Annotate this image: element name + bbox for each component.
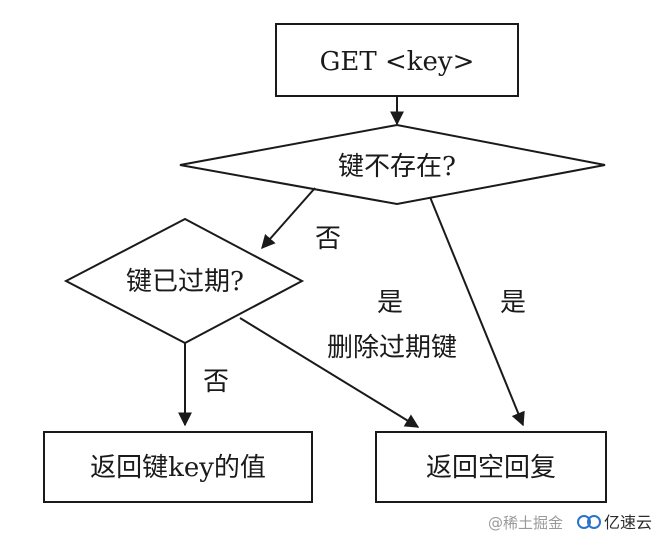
return-empty-box: [375, 431, 607, 503]
decision-key-expired-label: 键已过期?: [126, 267, 244, 297]
arrow-not-exist-to-expired: [261, 187, 316, 250]
get-key-label: GET <key>: [320, 47, 475, 77]
cloud-logo-icon: [577, 515, 601, 529]
decision-key-not-exist: [179, 123, 606, 206]
edge-label-yes-2: 是: [377, 288, 403, 318]
return-empty-label: 返回空回复: [426, 453, 556, 483]
get-key-box: [275, 23, 519, 97]
edge-label-delete-expired: 删除过期键: [327, 333, 457, 363]
return-value-box: [43, 431, 313, 503]
arrow-not-exist-to-empty: [429, 196, 525, 427]
decision-key-expired: [63, 217, 305, 345]
return-value-label: 返回键key的值: [90, 453, 266, 483]
edge-label-no-2: 否: [203, 367, 229, 397]
watermark-text: @稀土掘金: [488, 514, 563, 532]
watermark: @稀土掘金 亿速云: [470, 506, 660, 539]
edge-label-yes-1: 是: [500, 288, 526, 318]
edge-label-no-1: 否: [315, 224, 341, 254]
decision-key-not-exist-label: 键不存在?: [338, 152, 456, 182]
arrow-expired-to-empty: [239, 317, 420, 428]
watermark-brand: 亿速云: [604, 513, 652, 532]
